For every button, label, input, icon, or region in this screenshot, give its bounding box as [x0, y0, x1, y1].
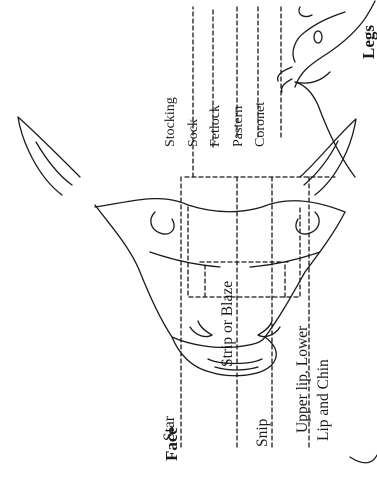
leg-label-fetlock: Fetlock	[209, 105, 223, 147]
face-label-lips-line2: Lip and Chin	[316, 359, 332, 441]
face-label-strip-blaze: Strip or Blaze	[220, 281, 236, 367]
leg-label-pastern: Pastern	[232, 106, 246, 147]
legs-section-title: Legs	[360, 25, 377, 59]
leg-marking-lines	[193, 7, 281, 177]
leg-label-coronet: Coronet	[254, 102, 268, 147]
face-label-lips-line1: Upper lip, Lower	[295, 326, 311, 433]
face-label-star: Star	[162, 416, 178, 441]
face-divider-lines	[181, 177, 335, 447]
leg-label-stocking: Stocking	[164, 97, 178, 147]
face-label-snip: Snip	[255, 419, 271, 447]
leg-label-sock: Sock	[187, 119, 201, 147]
